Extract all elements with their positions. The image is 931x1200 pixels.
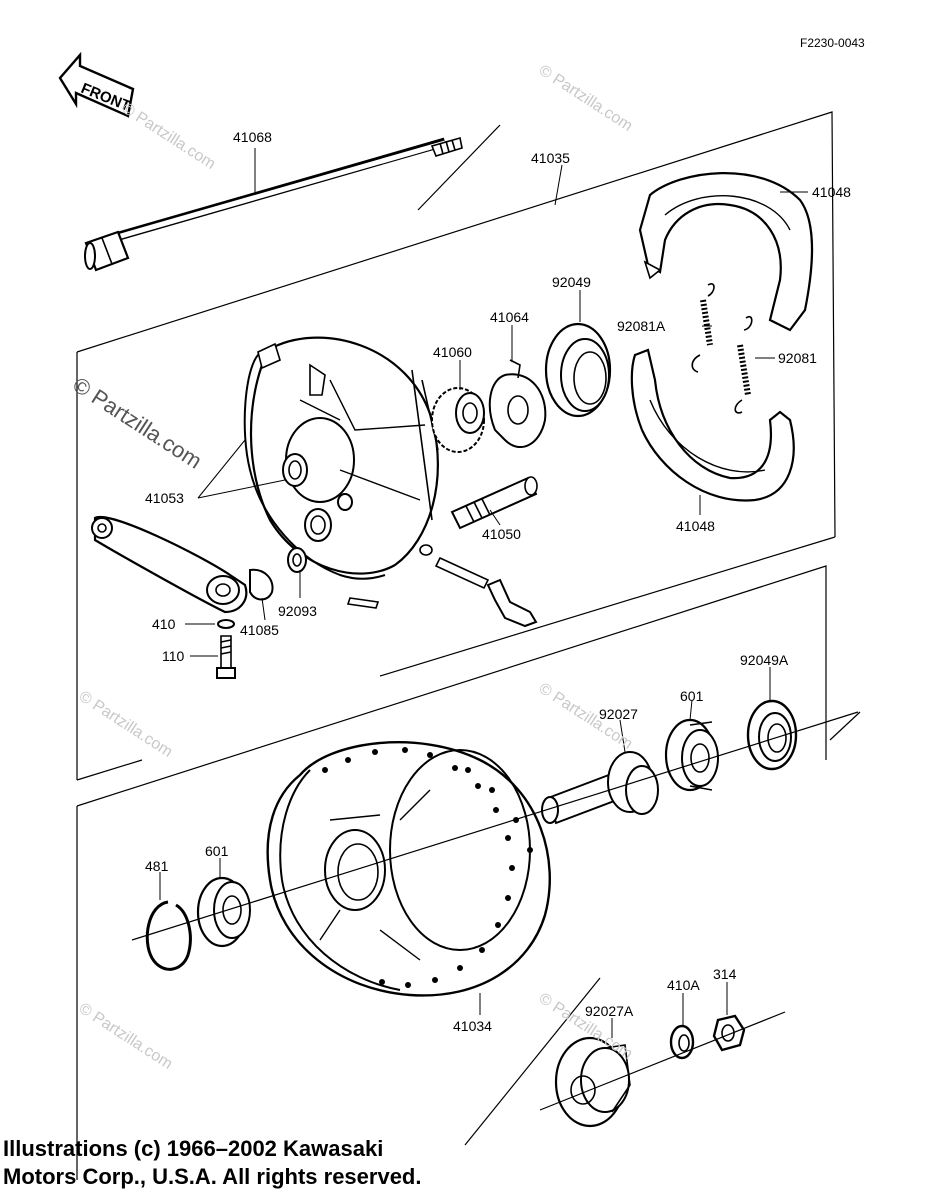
bearing-601-left (196, 876, 251, 948)
part-label-92081: 92081 (778, 350, 817, 366)
springs-92081 (691, 283, 753, 414)
washer-41064 (488, 359, 547, 449)
part-label-92049A: 92049A (740, 652, 789, 668)
part-label-41085: 41085 (240, 622, 279, 638)
part-label-410A: 410A (667, 977, 700, 993)
diagram-code: F2230-0043 (800, 36, 865, 50)
brake-lever-assembly (91, 515, 380, 679)
part-label-110: 110 (162, 648, 185, 664)
part-label-92081A: 92081A (617, 318, 666, 334)
wheel-hub-41034 (266, 741, 551, 997)
part-label-41050: 41050 (482, 526, 521, 542)
copyright-line-1: Illustrations (c) 1966–2002 Kawasaki (3, 1136, 384, 1161)
part-label-41034: 41034 (453, 1018, 492, 1034)
seal-92049 (544, 322, 612, 418)
leader-lines (159, 148, 808, 1038)
spacer-92027 (541, 751, 659, 825)
copyright-line-2: Motors Corp., U.S.A. All rights reserved… (3, 1164, 422, 1189)
part-label-92027: 92027 (599, 706, 638, 722)
brake-panel-41053 (243, 336, 439, 580)
axle-41068 (84, 136, 463, 272)
part-label-601-left: 601 (205, 843, 229, 859)
part-label-92093: 92093 (278, 603, 317, 619)
part-label-41048-bottom: 41048 (676, 518, 715, 534)
nut-314 (712, 1014, 746, 1052)
part-label-41053: 41053 (145, 490, 184, 506)
part-label-92049: 92049 (552, 274, 591, 290)
part-label-41048-top: 41048 (812, 184, 851, 200)
axis-centerlines (131, 711, 861, 1111)
washer-410A (669, 1024, 695, 1060)
part-label-92027A: 92027A (585, 1003, 634, 1019)
part-label-481: 481 (145, 858, 169, 874)
collar-92027A (554, 1036, 631, 1128)
circlip-481 (145, 900, 192, 971)
box-outlines (76, 111, 836, 1180)
part-label-601-right: 601 (680, 688, 704, 704)
part-label-41064: 41064 (490, 309, 529, 325)
part-label-41068: 41068 (233, 129, 272, 145)
brake-shoe-41048-bottom (630, 348, 795, 502)
seal-92049A (746, 699, 798, 771)
gear-41060 (431, 387, 485, 453)
brake-shoe-41048-top (638, 172, 814, 332)
part-label-314: 314 (713, 966, 737, 982)
part-label-41060: 41060 (433, 344, 472, 360)
bearing-601-right (664, 718, 719, 792)
camshaft-41050 (419, 476, 538, 628)
part-label-41035: 41035 (531, 150, 570, 166)
part-label-410: 410 (152, 616, 176, 632)
